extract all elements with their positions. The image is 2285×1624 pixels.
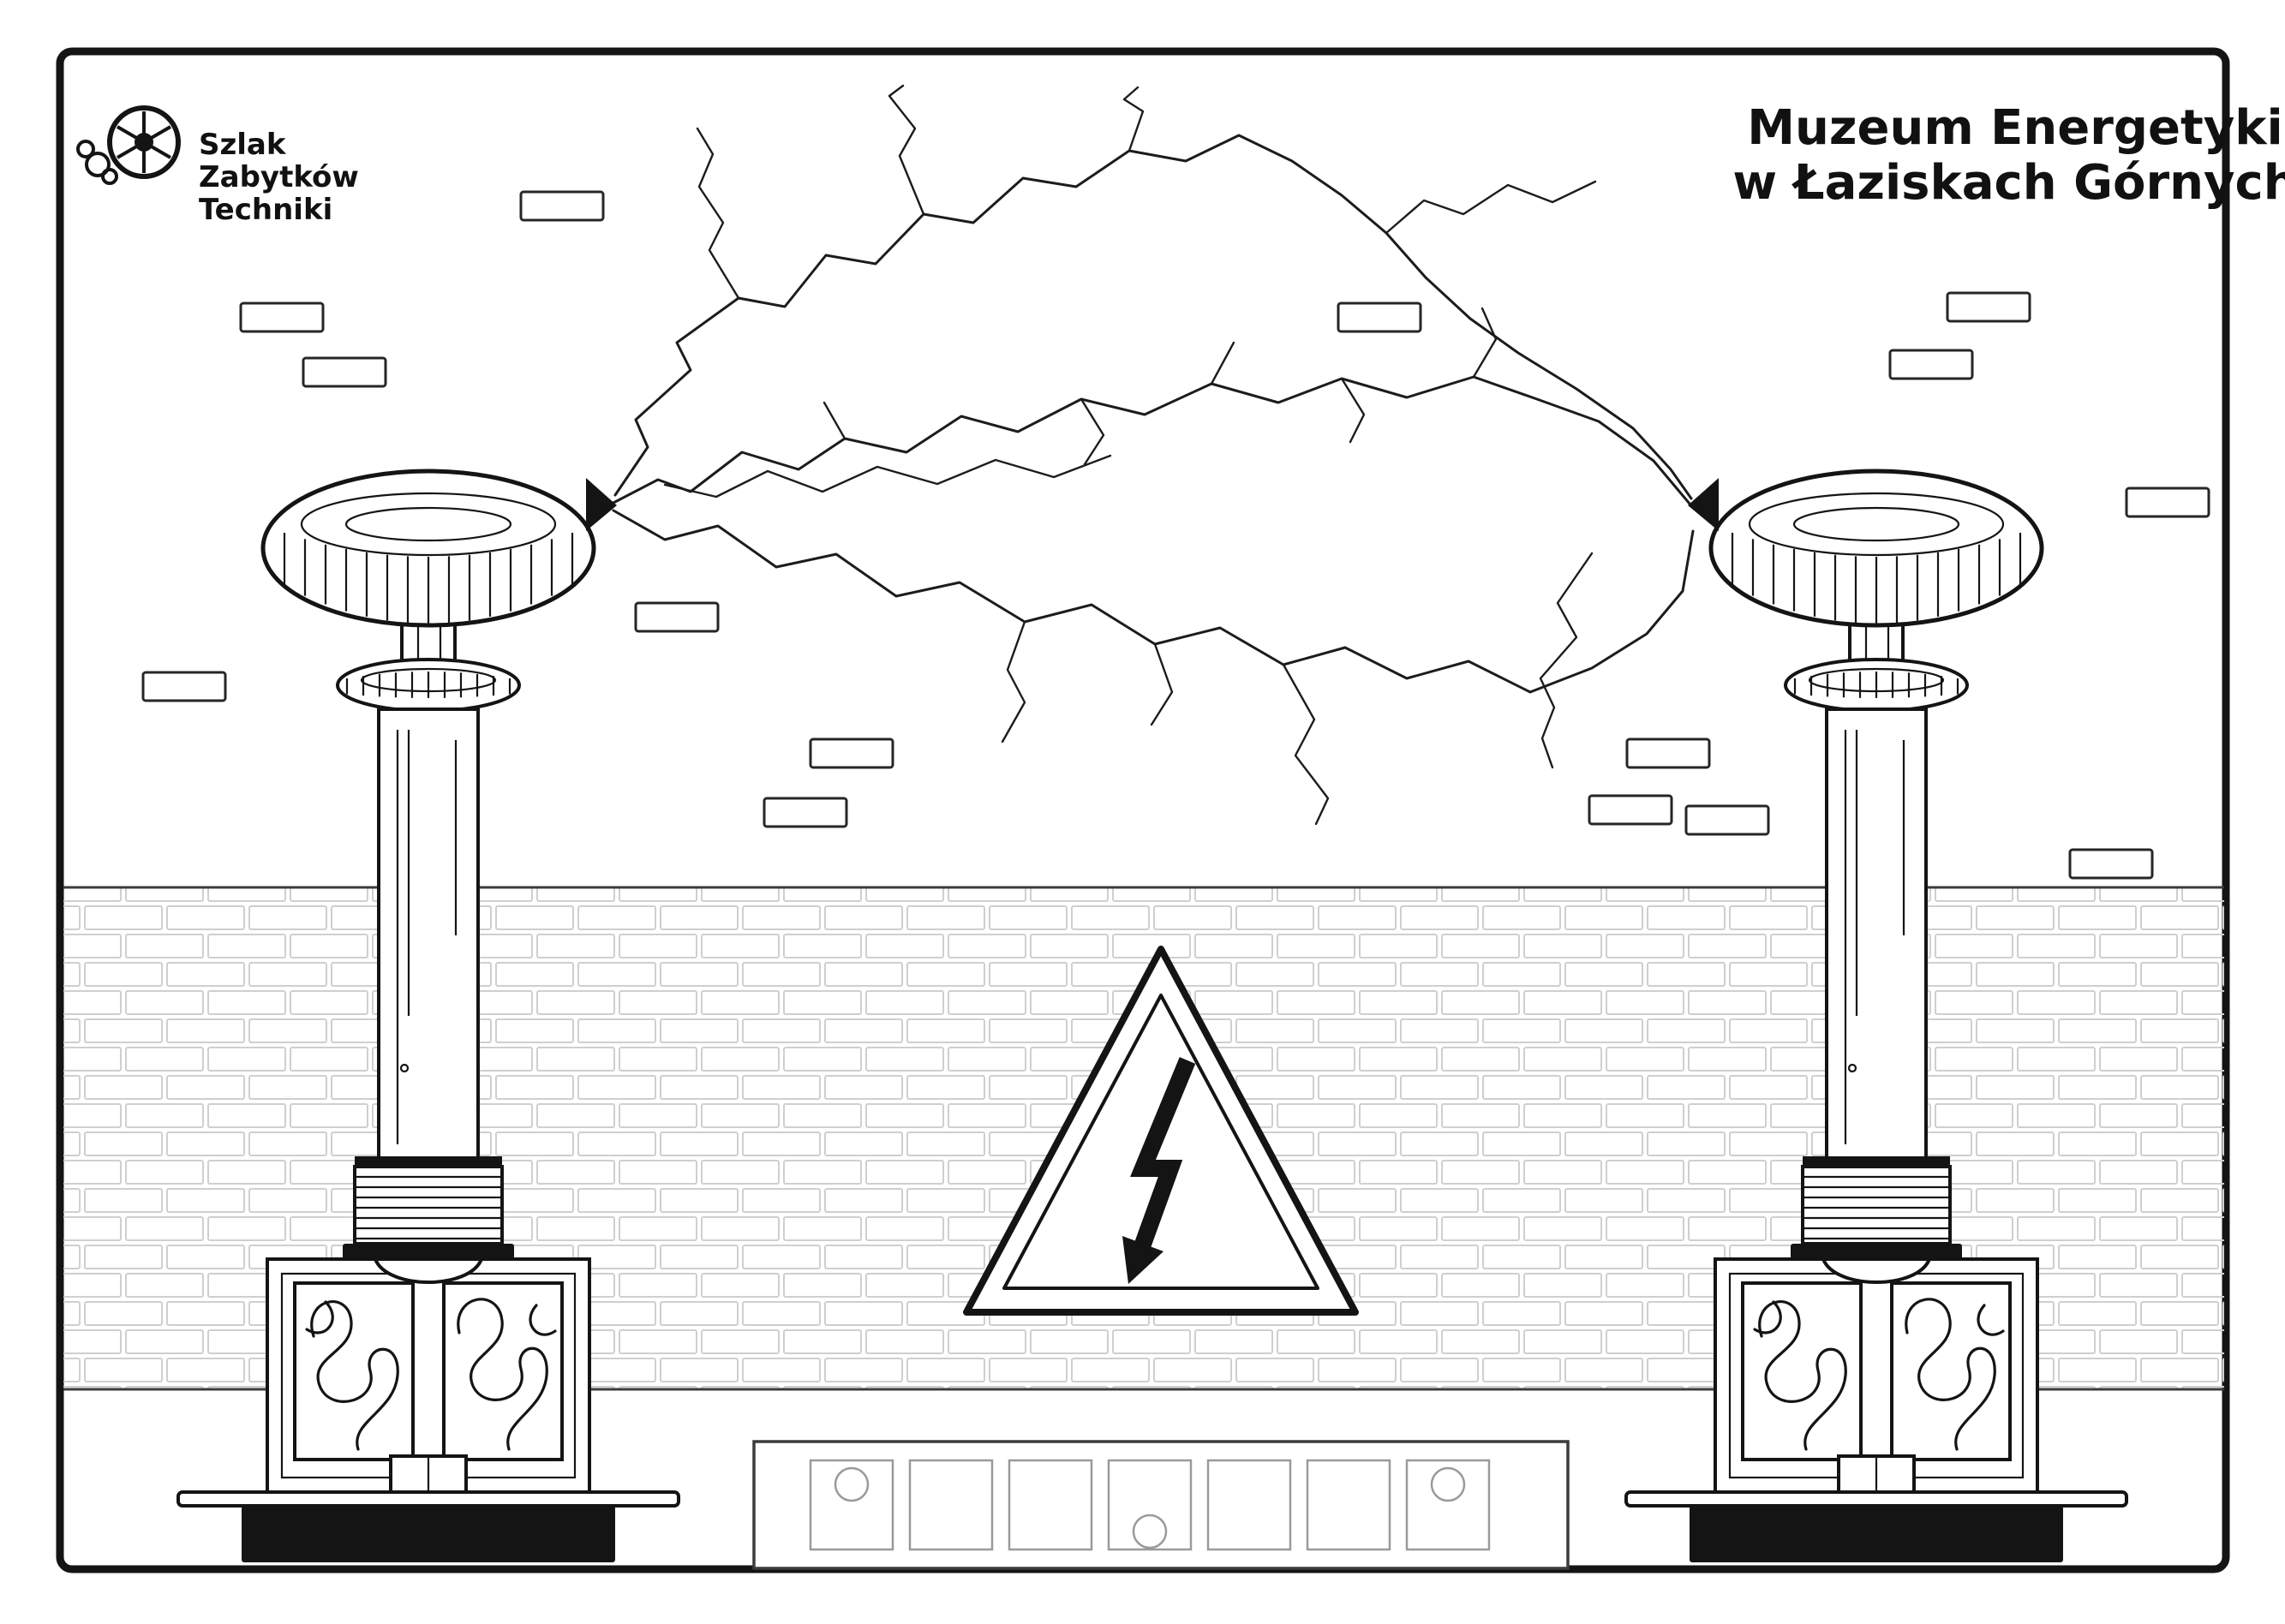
control-console (752, 1440, 1570, 1570)
logo-line-3: Techniki (199, 193, 332, 227)
lightning-branch (1080, 397, 1105, 466)
logo-line-1: Szlak (199, 128, 287, 162)
lightning-bolt-icon (1130, 1057, 1196, 1252)
loose-brick (1588, 794, 1673, 826)
loose-brick (634, 601, 720, 633)
loose-brick (1888, 349, 1974, 380)
lightning-branch (1539, 552, 1594, 769)
console-panel (1306, 1459, 1391, 1551)
lightning-branch (696, 127, 740, 300)
console-panel (908, 1459, 994, 1551)
spark-electrode-right (1688, 478, 1719, 531)
lightning-branch (1150, 642, 1174, 726)
smoke-puff (101, 168, 118, 185)
loose-brick (763, 797, 848, 828)
lightning-arc (613, 134, 1693, 500)
lightning-branch (1385, 180, 1597, 235)
loose-brick (1625, 737, 1711, 769)
console-panel (1206, 1459, 1292, 1551)
loose-brick (1946, 291, 2031, 323)
loose-brick (302, 356, 387, 388)
console-knob (1430, 1466, 1466, 1502)
console-panels (809, 1459, 1491, 1551)
lightning-bolt-arrowhead (1122, 1236, 1163, 1284)
lightning-branch (1210, 341, 1235, 385)
spark-electrode-left (586, 478, 617, 531)
lightning-arcs (610, 84, 1695, 826)
loose-brick (239, 302, 325, 333)
title-line-2: w Łaziskach Górnych (1732, 155, 2285, 211)
warning-triangle-inner (1002, 994, 1319, 1290)
loose-brick (809, 737, 894, 769)
lightning-branch (1001, 620, 1026, 743)
console-panel (1008, 1459, 1093, 1551)
title-line-1: Muzeum Energetyki (1747, 100, 2282, 156)
console-knob (1132, 1514, 1168, 1549)
loose-brick (1337, 302, 1422, 333)
high-voltage-sign (963, 946, 1359, 1316)
loose-brick (519, 190, 605, 222)
loose-brick (1684, 804, 1770, 836)
loose-brick (2068, 848, 2154, 880)
smoke-puff (85, 152, 111, 177)
lightning-branch (822, 401, 846, 440)
lightning-branch (1340, 377, 1366, 444)
lightning-branch (888, 84, 925, 216)
lightning-branch (663, 454, 1112, 499)
loose-brick (141, 671, 227, 702)
lightning-arc (612, 509, 1695, 694)
loose-bricks (141, 190, 2210, 880)
page-title: Muzeum Energetyki w Łaziskach Górnych (1732, 100, 2285, 211)
logo: Szlak Zabytków Techniki (76, 105, 359, 227)
smoke-puff (76, 140, 95, 158)
logo-line-2: Zabytków (199, 160, 359, 194)
console-knob (834, 1466, 870, 1502)
lightning-branch (1122, 86, 1145, 152)
lightning-arc (610, 375, 1691, 505)
loose-brick (2125, 487, 2210, 518)
flywheel-spoke (116, 125, 172, 159)
lightning-branch (1472, 307, 1498, 379)
lightning-branch (1282, 663, 1330, 826)
flywheel-smoke-icon (76, 105, 181, 185)
